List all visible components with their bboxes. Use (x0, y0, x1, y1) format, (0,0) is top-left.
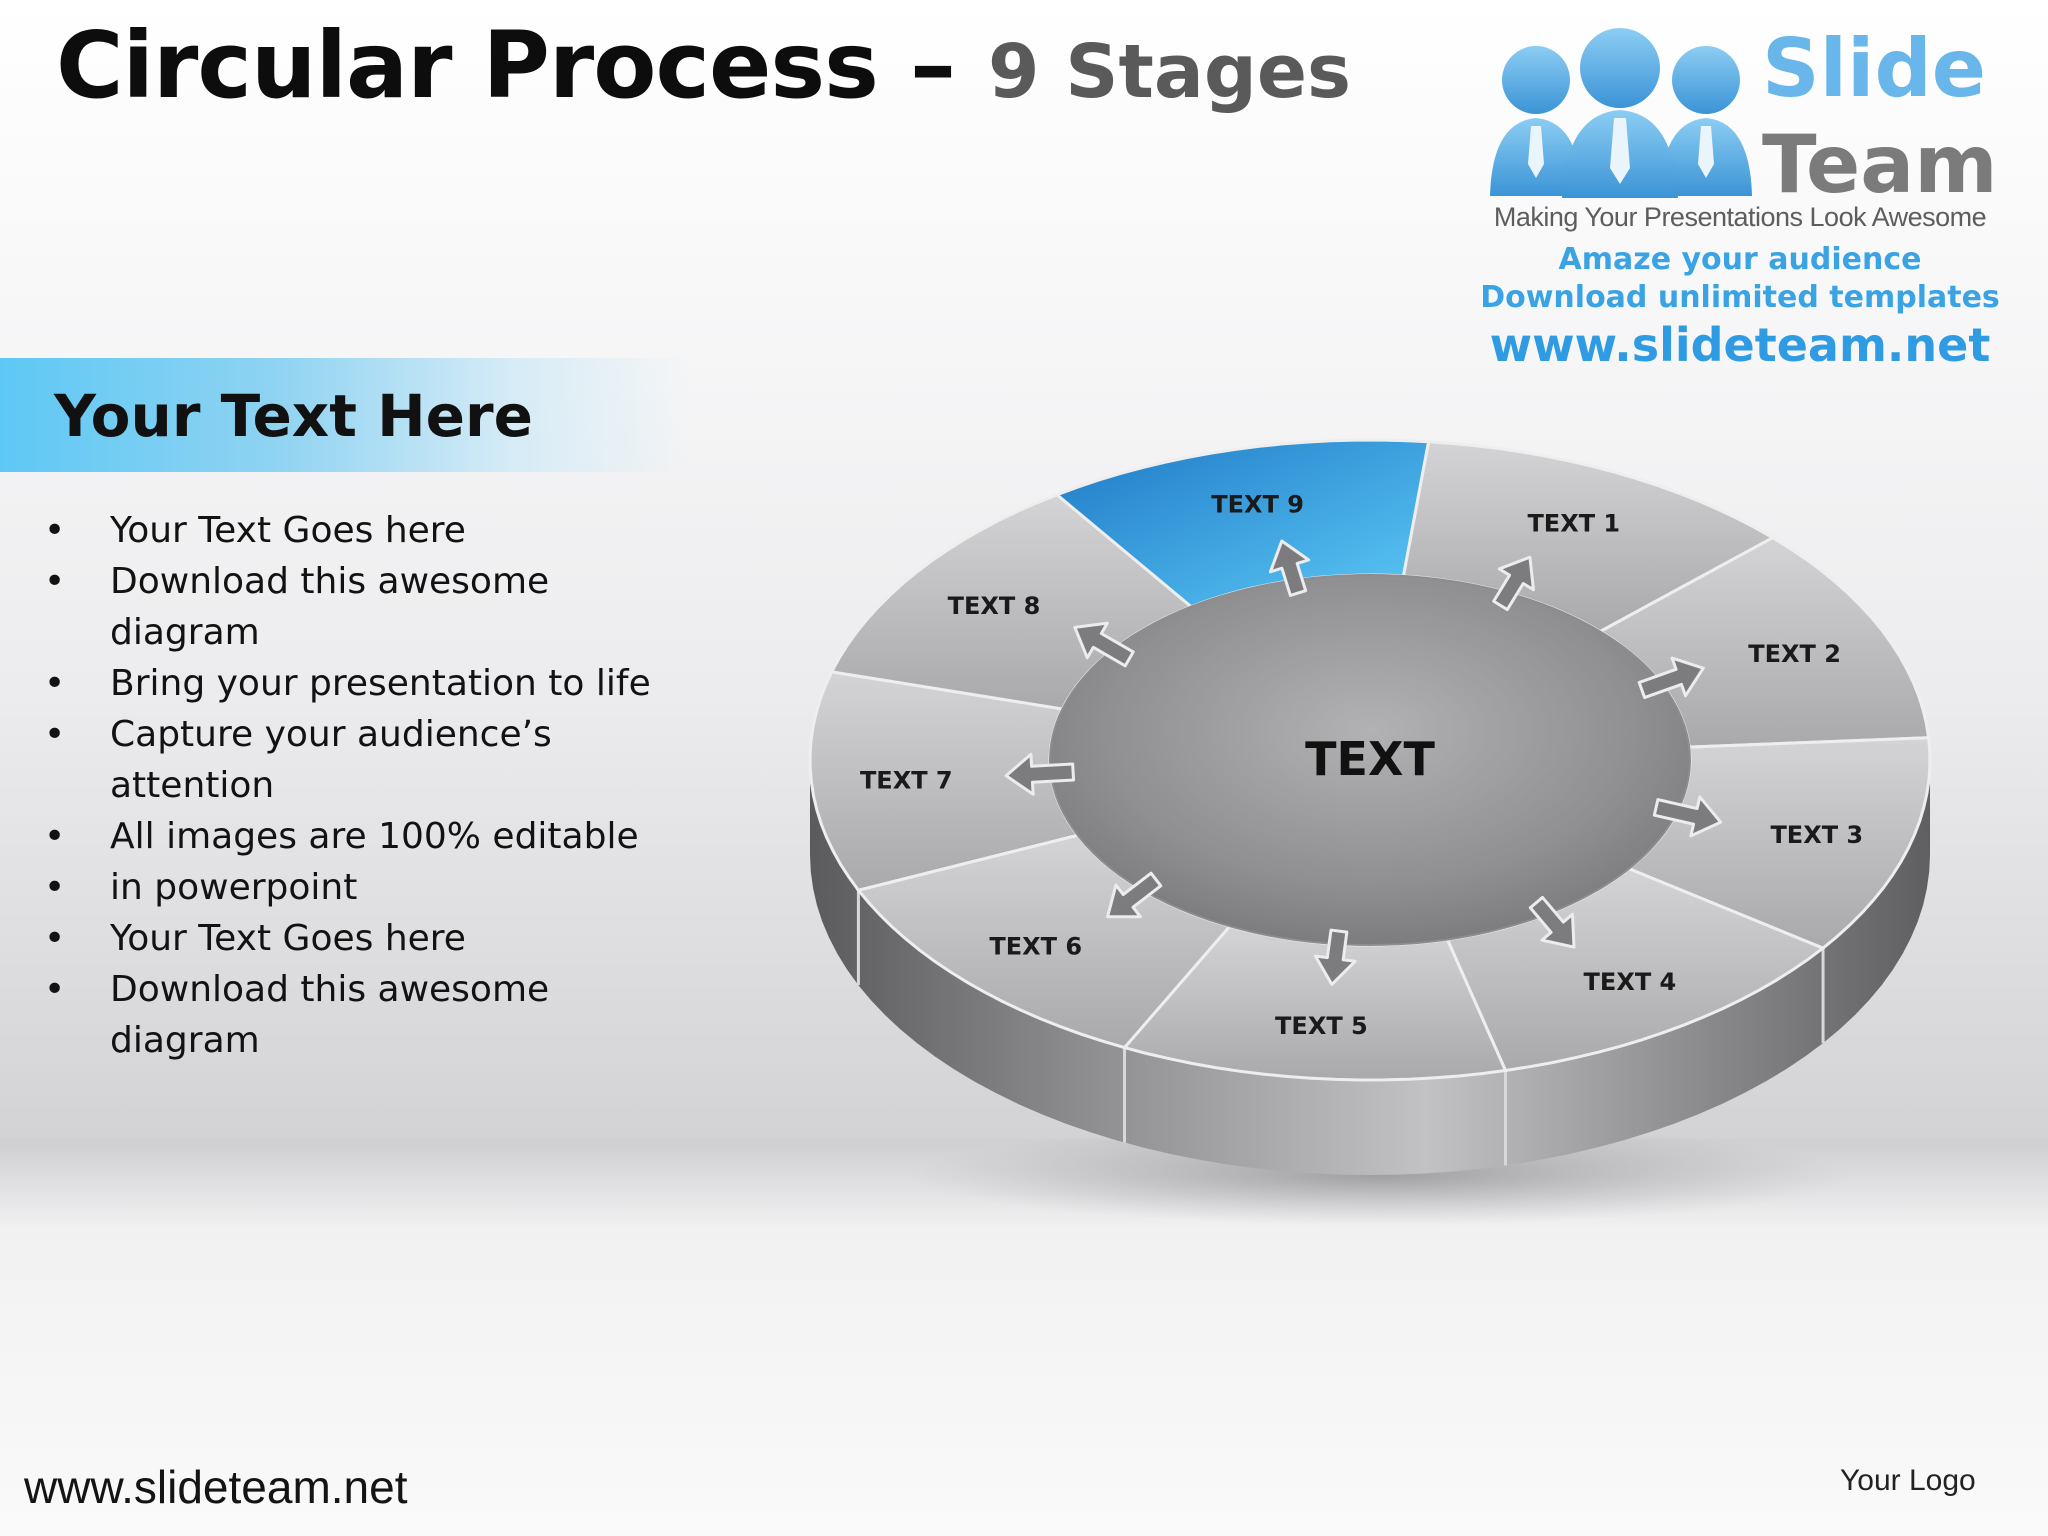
segment-label-1: TEXT 1 (1527, 509, 1620, 537)
bullet-item: All images are 100% editable (40, 811, 680, 862)
arrow-5-icon (1313, 928, 1357, 986)
title-main: Circular Process (56, 12, 879, 119)
logo-brand-team: Team (1762, 118, 1998, 211)
segment-label-4: TEXT 4 (1584, 968, 1677, 996)
bullet-item: Your Text Goes here (40, 913, 680, 964)
logo-promo-line-2: Download unlimited templates (1480, 280, 2000, 315)
disc-side (810, 760, 1930, 1175)
segment-label-6: TEXT 6 (989, 933, 1082, 961)
logo-url[interactable]: www.slideteam.net (1489, 318, 1991, 372)
segment-label-5: TEXT 5 (1275, 1012, 1368, 1040)
segment-label-7: TEXT 7 (860, 767, 953, 795)
bullet-item: Download this awesome diagram (40, 964, 680, 1066)
segment-label-8: TEXT 8 (948, 592, 1041, 620)
arrow-7-icon (1004, 752, 1076, 796)
bullet-item: Download this awesome diagram (40, 556, 680, 658)
segment-labels-group: TEXT 1 TEXT 2 TEXT 3 TEXT 4 TEXT 5 TEXT 6 TEXT… (860, 490, 1863, 1040)
footer-url[interactable]: www.slideteam.net (24, 1461, 408, 1513)
arrow-1-icon (1492, 555, 1535, 612)
center-label: TEXT (1305, 732, 1435, 786)
bullet-item: Your Text Goes here (40, 505, 680, 556)
center-hub (1049, 574, 1691, 946)
title-separator: – (877, 12, 988, 119)
segment-label-3: TEXT 3 (1770, 821, 1863, 849)
arrow-4-icon (1528, 895, 1576, 949)
arrow-2-icon (1637, 656, 1705, 700)
disc-side-wall (810, 760, 1930, 1175)
footer-logo-placeholder: Your Logo (1840, 1464, 1976, 1497)
logo-tagline: Making Your Presentations Look Awesome (1493, 202, 1987, 232)
bullet-item: in powerpoint (40, 862, 680, 913)
banner-title: Your Text Here (54, 382, 533, 450)
disc-shadow (910, 1125, 1850, 1225)
bullet-list: Your Text Goes here Download this awesom… (40, 505, 680, 1066)
people-icon (1490, 28, 1752, 198)
title-subtitle: 9 Stages (988, 29, 1352, 115)
arrow-6-icon (1106, 871, 1163, 919)
arrows-group (1004, 539, 1723, 986)
bullet-item: Capture your audience’s attention (40, 709, 680, 811)
arrow-8-icon (1073, 621, 1135, 668)
segment-label-2: TEXT 2 (1748, 640, 1841, 668)
segment-label-9: TEXT 9 (1211, 490, 1304, 518)
logo-promo-line-1: Amaze your audience (1558, 242, 1922, 277)
circular-process-diagram: TEXT 1 TEXT 2 TEXT 3 TEXT 4 TEXT 5 TEXT 6 TEXT… (808, 438, 1932, 1225)
slideteam-logo: Slide Team Making Your Presentations Loo… (1470, 18, 2010, 378)
segments-group (808, 438, 1932, 1082)
arrow-3-icon (1652, 795, 1723, 838)
slide-title: Circular Process – 9 Stages (56, 20, 1351, 112)
logo-brand-slide: Slide (1762, 22, 1986, 115)
section-banner: Your Text Here (0, 358, 690, 472)
bullet-item: Bring your presentation to life (40, 658, 680, 709)
arrow-9-icon (1268, 539, 1311, 597)
